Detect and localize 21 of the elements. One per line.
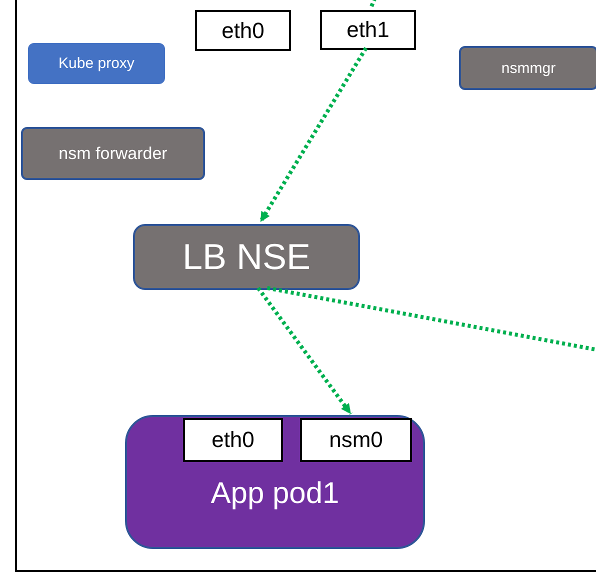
process-box [28, 43, 165, 84]
process-box [183, 418, 283, 462]
process-box [320, 10, 416, 50]
process-box [300, 418, 412, 462]
dotted-arrow [256, 286, 352, 416]
node-label: eth0 [212, 429, 254, 451]
node-label: nsm forwarder [58, 145, 168, 162]
pod-box [125, 415, 425, 549]
node-label: nsm0 [329, 429, 383, 451]
node-label: App pod1 [210, 479, 340, 509]
host-frame [15, 0, 596, 572]
node-label: LB NSE [182, 239, 311, 275]
node-label: eth1 [346, 19, 390, 41]
process-box [195, 10, 291, 51]
node-label: nsmmgr [501, 60, 556, 76]
process-box [459, 46, 596, 90]
process-box [133, 224, 360, 290]
node-label: Kube proxy [58, 56, 134, 71]
process-box [21, 127, 205, 180]
dotted-arrow [258, 46, 368, 224]
node-label: eth0 [222, 20, 264, 42]
